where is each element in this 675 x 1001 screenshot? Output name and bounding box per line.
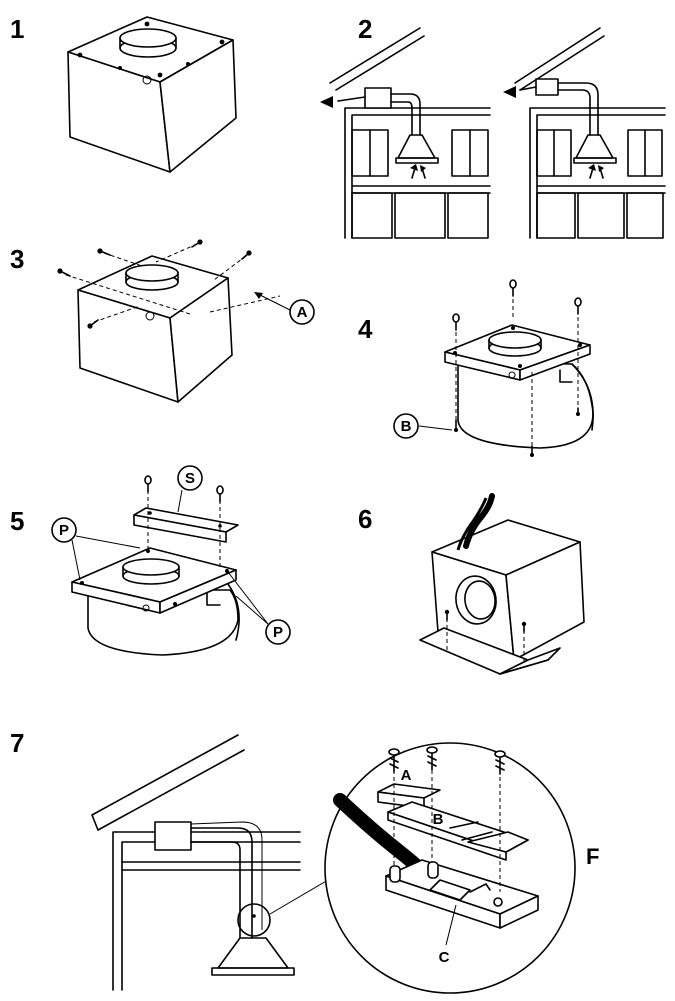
step-number-6: 6 (358, 504, 372, 534)
callout-p-step-5-right: P (273, 624, 283, 641)
callout-c-step-7: C (439, 949, 450, 966)
step-number-1: 1 (10, 14, 24, 44)
step-5-bracket: 5 S P P (10, 465, 291, 656)
callout-f-step-7: F (586, 844, 599, 869)
step-number-3: 3 (10, 244, 24, 274)
step-6-motor-box: 6 (358, 493, 585, 675)
screw-icon (452, 279, 582, 457)
screw-icon (444, 609, 527, 633)
screw-icon (57, 239, 252, 329)
step-2-right-view (503, 27, 666, 239)
step-number-2: 2 (358, 14, 372, 44)
callout-p-step-5-left: P (59, 522, 69, 539)
step-1-box: 1 (10, 14, 237, 173)
callout-s-step-5: S (185, 470, 195, 487)
step-4-plate-duct: 4 B (358, 279, 594, 457)
callout-a-step-7: A (401, 767, 412, 784)
step-3-box-screws: 3 A (10, 239, 315, 403)
screw-icon (388, 746, 506, 775)
step-2-left-view (320, 27, 491, 239)
step-number-7: 7 (10, 728, 24, 758)
screw-icon (144, 475, 224, 503)
callout-a-step-3: A (297, 304, 308, 321)
callout-b-step-7: B (433, 811, 444, 828)
step-7-final-installation: 7 (10, 728, 599, 994)
step-number-4: 4 (358, 314, 373, 344)
step-number-5: 5 (10, 506, 24, 536)
callout-b-step-4: B (401, 418, 412, 435)
step-2-installation: 2 (320, 14, 666, 239)
